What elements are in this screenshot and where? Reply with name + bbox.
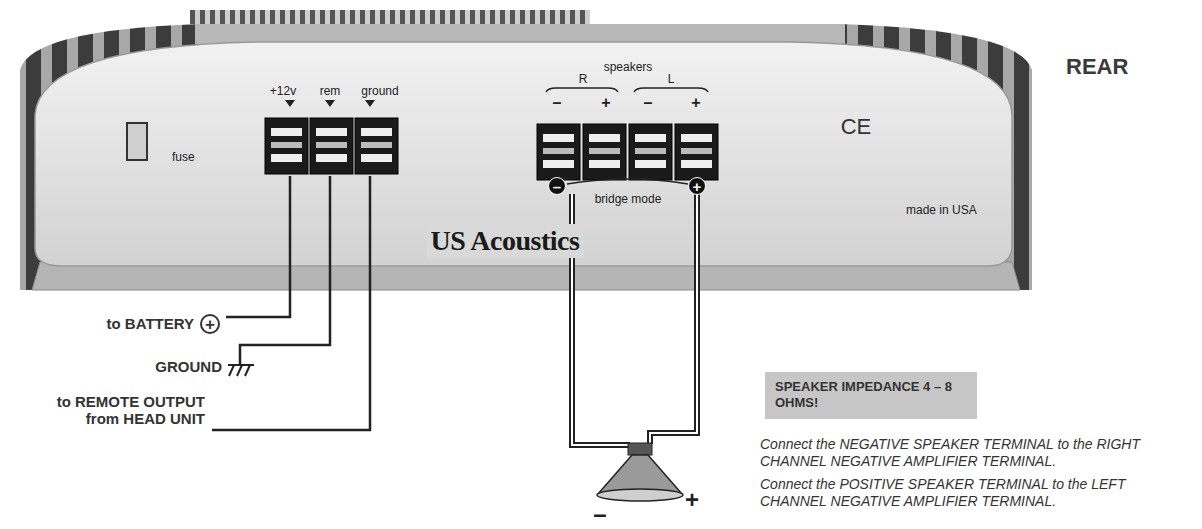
- battery-plus-symbol: +: [200, 314, 220, 334]
- polarity-sign: +: [601, 93, 610, 112]
- terminal-cell: [675, 124, 718, 180]
- bridge-terminal-sign: +: [688, 177, 706, 195]
- terminal-cell: [583, 124, 626, 180]
- terminal-cell: [629, 124, 672, 180]
- fuse-holder: [127, 123, 147, 160]
- terminal-cell: [310, 118, 353, 174]
- fuse-label: fuse: [172, 150, 195, 164]
- ground-symbol: [228, 365, 254, 376]
- view-label: REAR: [1066, 54, 1128, 80]
- housing-fins: [20, 24, 1032, 290]
- speaker-wires: [572, 194, 697, 445]
- speaker-symbol: [597, 443, 683, 501]
- brand-logo: US Acoustics: [427, 224, 584, 258]
- channel-label: L: [668, 72, 675, 86]
- terminal-label: rem: [320, 84, 341, 98]
- speaker-polarity: +: [685, 486, 699, 515]
- housing-top: [195, 24, 845, 44]
- origin-label: made in USA: [906, 203, 977, 217]
- instruction-note: Connect the NEGATIVE SPEAKER TERMINAL to…: [760, 436, 1195, 470]
- power-wires: [212, 176, 370, 430]
- ce-mark: CE: [841, 114, 872, 140]
- terminal-cell: [537, 124, 580, 180]
- wire-label: GROUND: [155, 358, 222, 376]
- wire-label: to BATTERY: [107, 315, 195, 333]
- speaker-polarity: –: [593, 500, 606, 529]
- rear-panel: [35, 42, 1012, 266]
- terminal-cell: [355, 118, 398, 174]
- impedance-note: SPEAKER IMPEDANCE 4 – 8 OHMS!: [775, 379, 967, 412]
- terminal-blocks: [265, 118, 718, 180]
- wire-label: to REMOTE OUTPUT from HEAD UNIT: [29, 393, 205, 428]
- speakers-label: speakers: [604, 60, 653, 74]
- polarity-sign: +: [691, 93, 700, 112]
- channel-label: R: [579, 72, 588, 86]
- polarity-sign: –: [644, 93, 653, 112]
- instruction-note: Connect the POSITIVE SPEAKER TERMINAL to…: [760, 476, 1195, 510]
- heatsink-ridge: [190, 10, 590, 24]
- terminal-cell: [265, 118, 308, 174]
- impedance-note-box: SPEAKER IMPEDANCE 4 – 8 OHMS!: [765, 372, 977, 419]
- polarity-sign: –: [553, 93, 562, 112]
- terminal-label: +12v: [270, 84, 296, 98]
- terminal-label: ground: [361, 84, 398, 98]
- channel-brackets: [546, 88, 708, 184]
- terminal-markers: [285, 100, 375, 107]
- bridge-terminal-sign: –: [548, 177, 566, 195]
- bridge-mode-label: bridge mode: [595, 192, 662, 206]
